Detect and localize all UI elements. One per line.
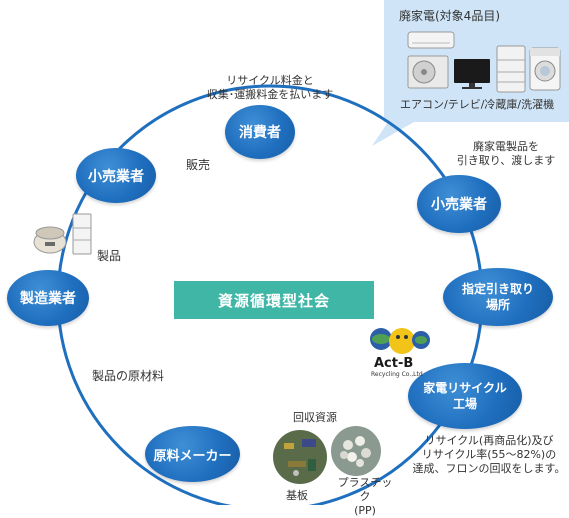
rice-cooker-icon <box>33 226 67 254</box>
node-consumer: 消費者 <box>225 105 295 159</box>
annotation-recycle-note-line2: リサイクル率(55～82%)の <box>421 448 557 461</box>
logo-subtitle: Recycling Co.,Ltd <box>371 371 423 378</box>
annotation-recovered-resources: 回収資源 <box>293 411 337 424</box>
annotation-recycle-note: リサイクル(再商品化)及び リサイクル率(55～82%)の 達成、フロンの回収を… <box>410 434 568 476</box>
node-recycling-plant-line1: 家電リサイクル <box>423 381 507 395</box>
refrigerator-icon <box>496 45 526 93</box>
annotation-consumer-pay-line2: 収集･運搬料金を払います <box>206 88 334 101</box>
node-designated-site-line1: 指定引き取り <box>461 282 534 296</box>
annotation-retailer-collect-line1: 廃家電製品を <box>473 140 539 153</box>
small-fridge-icon <box>72 213 92 255</box>
callout-title: 廃家電(対象4品目) <box>399 9 500 23</box>
resource-images <box>273 426 381 484</box>
node-designated-site-line2: 場所 <box>485 298 510 312</box>
annotation-circuit-board: 基板 <box>286 489 308 502</box>
annotation-consumer-pay-line1: リサイクル料金と <box>226 74 314 87</box>
annotation-plastic-line2: (PP) <box>354 504 376 517</box>
appliance-icons <box>407 31 561 93</box>
callout-items-label: エアコン/テレビ/冷蔵庫/洗濯機 <box>400 98 555 111</box>
logo-name: Act-B <box>374 356 414 371</box>
callout-pointer <box>372 122 414 146</box>
annotation-plastic-line1: プラスチック <box>337 476 393 503</box>
node-retailer-left: 小売業者 <box>76 148 156 203</box>
node-retailer-right: 小売業者 <box>417 175 501 233</box>
annotation-recycle-note-line3: 達成、フロンの回収をします。 <box>412 462 566 475</box>
annotation-recycle-note-line1: リサイクル(再商品化)及び <box>424 434 554 447</box>
node-designated-site: 指定引き取り 場所 <box>443 268 553 326</box>
air-conditioner-icon <box>407 31 455 49</box>
outdoor-unit-icon <box>407 55 449 89</box>
annotation-retailer-collect: 廃家電製品を 引き取り、渡します <box>447 140 565 168</box>
center-label: 資源循環型社会 <box>174 281 374 319</box>
circuit-board-icon <box>273 430 327 484</box>
tv-icon <box>454 59 490 89</box>
washing-machine-icon <box>529 47 561 91</box>
node-manufacturer: 製造業者 <box>7 270 89 326</box>
node-recycling-plant-line2: 工場 <box>452 397 477 411</box>
plastic-pellets-icon <box>331 426 381 476</box>
node-material-maker: 原料メーカー <box>145 426 240 482</box>
annotation-sale: 販売 <box>186 158 211 172</box>
product-icons <box>33 213 92 255</box>
annotation-retailer-collect-line2: 引き取り、渡します <box>456 154 556 167</box>
annotation-consumer-pay: リサイクル料金と 収集･運搬料金を払います <box>200 74 340 102</box>
act-b-logo <box>370 328 430 354</box>
annotation-product: 製品 <box>97 249 122 263</box>
annotation-raw-material: 製品の原材料 <box>92 369 165 383</box>
node-recycling-plant: 家電リサイクル 工場 <box>408 363 522 429</box>
